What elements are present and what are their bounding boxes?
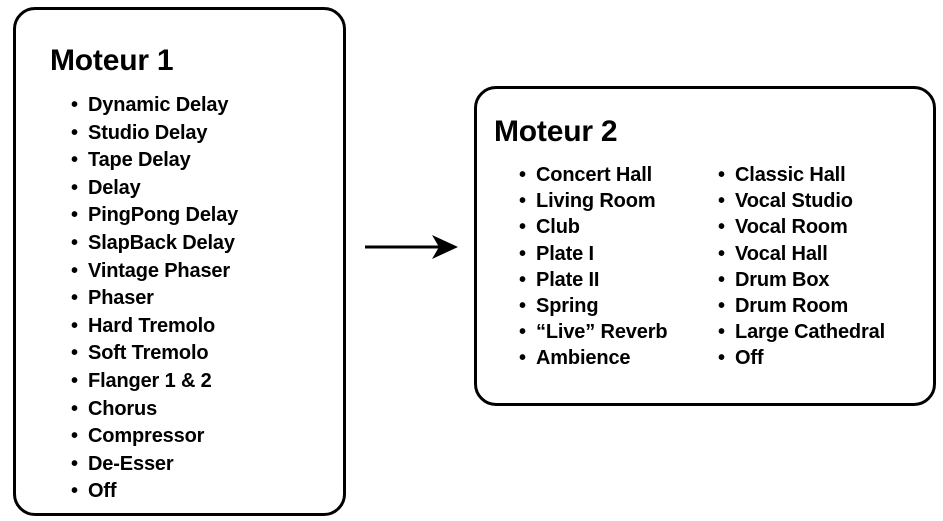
list-item: Phaser	[71, 285, 238, 313]
node-moteur-1-title: Moteur 1	[50, 44, 174, 77]
arrow-head-icon	[432, 235, 458, 259]
list-item: Vintage Phaser	[71, 258, 238, 286]
list-item: Vocal Room	[718, 214, 885, 240]
list-item: Vocal Studio	[718, 188, 885, 214]
list-item: Large Cathedral	[718, 319, 885, 345]
list-item: Spring	[519, 293, 667, 319]
node-moteur-2-title: Moteur 2	[494, 115, 618, 148]
list-item: Plate I	[519, 241, 667, 267]
list-item: Compressor	[71, 423, 238, 451]
node-moteur-1: Moteur 1 Dynamic Delay Studio Delay Tape…	[13, 7, 346, 516]
list-item: Ambience	[519, 345, 667, 371]
list-item: Dynamic Delay	[71, 92, 238, 120]
list-item: Soft Tremolo	[71, 340, 238, 368]
node-moteur-1-list: Dynamic Delay Studio Delay Tape Delay De…	[71, 92, 238, 506]
list-item: Tape Delay	[71, 147, 238, 175]
node-moteur-2-list-column-1: Concert Hall Living Room Club Plate I Pl…	[519, 162, 668, 372]
list-item: “Live” Reverb	[519, 319, 668, 345]
list-item: Hard Tremolo	[71, 313, 238, 341]
list-item: Flanger 1 & 2	[71, 368, 238, 396]
node-moteur-2: Moteur 2 Concert Hall Living Room Club P…	[474, 86, 936, 406]
arrow-moteur1-to-moteur2	[365, 235, 458, 259]
list-item: Chorus	[71, 396, 238, 424]
list-item: De-Esser	[71, 451, 238, 479]
list-item: Living Room	[519, 188, 667, 214]
list-item: Concert Hall	[519, 162, 667, 188]
list-item: Studio Delay	[71, 120, 238, 148]
list-item: Classic Hall	[718, 162, 885, 188]
list-item: Plate II	[519, 267, 667, 293]
list-item: Off	[71, 478, 238, 506]
list-item: Drum Room	[718, 293, 885, 319]
list-item: SlapBack Delay	[71, 230, 238, 258]
list-item: Off	[718, 345, 885, 371]
list-item: PingPong Delay	[71, 202, 238, 230]
list-item: Drum Box	[718, 267, 885, 293]
list-item: Vocal Hall	[718, 241, 885, 267]
list-item: Delay	[71, 175, 238, 203]
list-item: Club	[519, 214, 667, 240]
node-moteur-2-list-column-2: Classic Hall Vocal Studio Vocal Room Voc…	[718, 162, 885, 372]
